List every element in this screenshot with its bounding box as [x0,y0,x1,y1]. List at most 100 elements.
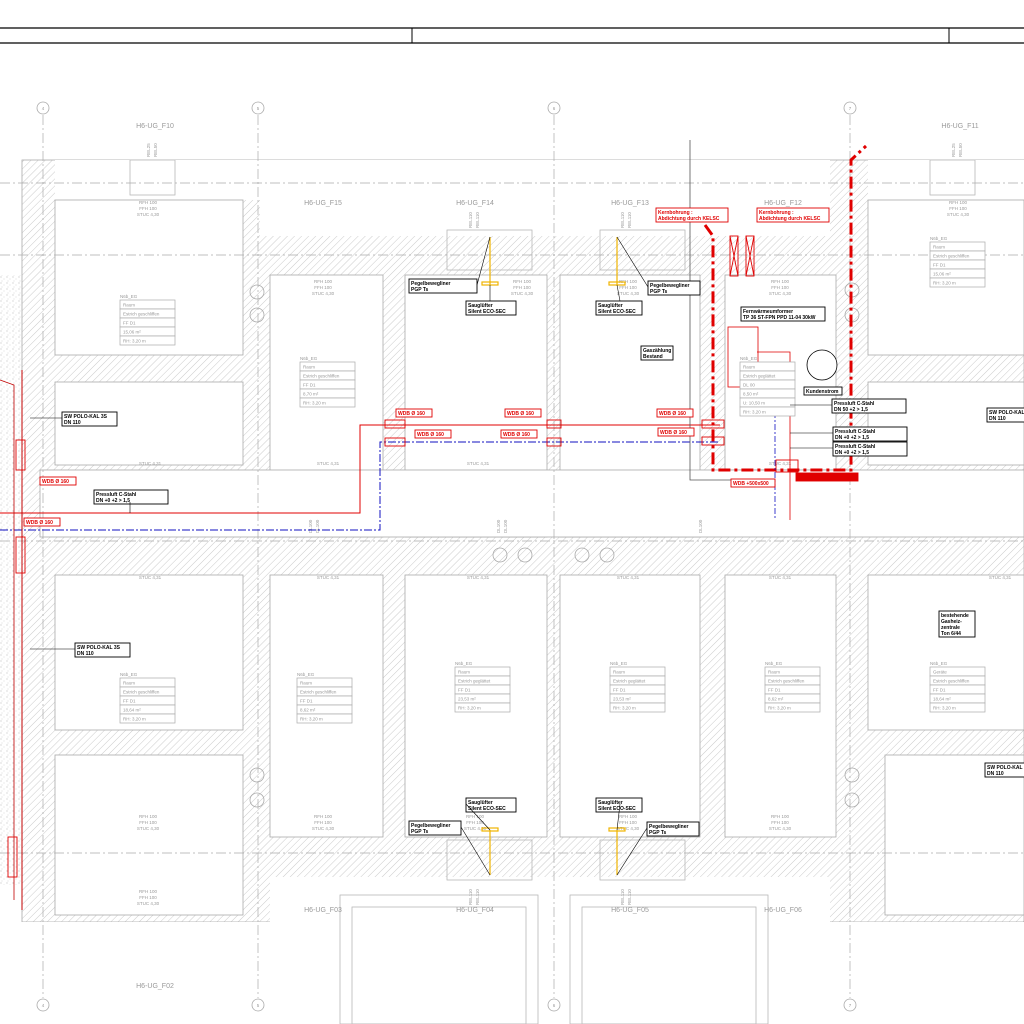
room-tag-line: Estrich geschliffen [123,312,160,317]
return-pipe [0,441,720,531]
wall-note: STUC 4,30 [769,826,792,831]
flue-duct [703,144,868,472]
shaft-label: H6-UG_F12 [764,200,802,207]
wall-note: RFH 100 [771,279,790,284]
room-tag-line: RH: 3,20 m [768,706,791,711]
wall-note: STUC 4,31 [467,461,490,466]
room-tag-line: RH: 3,20 m [933,281,956,286]
wall-note-vertical: DL100 [308,519,313,533]
room-tag-line: 8,62 m² [768,697,784,702]
tank-symbol [806,349,838,381]
shaft-label: H6-UG_F15 [304,200,342,207]
room-tag-line: 15,06 m² [123,330,141,335]
room-tag-line: 18,64 m² [933,697,951,702]
room-tag-line: RH: 3,20 m [613,706,636,711]
callout-text: SW POLO-KAL [987,765,1023,771]
room-tag-line: RH: 3,20 m [458,706,481,711]
room-tag-line: Raum [458,670,470,675]
wall-note: STUC 4,30 [617,291,640,296]
wall-note: STUC 4,31 [769,461,792,466]
callout-text: Abdichtung durch KELSC [759,216,821,222]
callout: Kundenstrom [803,386,843,396]
leader-line [616,284,621,302]
room-code: N6b_EG [740,356,758,361]
callout-text: DN +0 +2 > 1,5 [96,498,130,504]
callout-text: bestehende [941,613,969,619]
room-tag-line: Raum [613,670,625,675]
grid-axis-label: 7 [849,106,852,111]
room-tag-line: Raum [300,681,312,686]
callout-text: Pegelbewegliner [411,281,451,287]
wall-note-vertical: REL110 [475,212,480,228]
callout-text: Sauglüfter [598,303,623,309]
callout-text: Pegelbewegliner [650,283,690,289]
callout-text: WDB Ø 160 [26,520,53,526]
callout-text: zentrale [941,625,960,631]
leader-line [476,236,491,286]
red-callout: WDB Ø 160 [656,408,694,418]
room-tag-line: Raum [933,245,945,250]
callout-text: DN 50 +2 > 1,5 [834,407,868,413]
callout-text: Silent ECO-SEC [598,309,636,315]
wall-note: RFH 100 [949,200,968,205]
room-tag-line: Estrich geglättet [743,374,776,379]
wall-note-vertical: REL110 [620,212,625,228]
wall-note: RFH 100 [139,889,158,894]
room-tag-line: Estrich geglättet [613,679,646,684]
shaft-label: H6-UG_F13 [611,200,649,207]
callout-text: PGP Ts [411,287,429,293]
callout-text: Pegelbewegliner [649,824,689,830]
red-callout: WDB Ø 160 [657,427,695,437]
grid-axis-marker [36,998,50,1012]
wall-note: RFH 100 [139,200,158,205]
shaft-label: H6-UG_F03 [304,907,342,914]
wall-note-vertical: DL100 [496,519,501,533]
wall-note: STUC 4,30 [769,291,792,296]
room-code: N6b_EG [610,661,628,666]
grid-axis-label: 5 [257,106,260,111]
wall-note-vertical: REL110 [475,889,480,905]
grid-axis-label: 5 [257,1003,260,1008]
red-callout: Kernbohrung :Abdichtung durch KELSC [756,207,830,223]
wall-note: FFH 100 [771,820,789,825]
callout-text: WDB Ø 160 [417,432,444,438]
room-tag-line: FF D1 [123,321,136,326]
room-tag-line: Raum [303,365,315,370]
grid-axis-label: 6 [553,1003,556,1008]
room-code: N6b_EG [120,294,138,299]
room-tag-line: RH: 3,20 m [123,339,146,344]
wall-note: FFH 100 [139,206,157,211]
wall-note-vertical: DL100 [698,519,703,533]
wall-note: FFH 100 [619,285,637,290]
callout-text: WDB Ø 160 [659,411,686,417]
room-tag-line: Raum [743,365,755,370]
room-tag-line: Estrich geglättet [458,679,491,684]
grid-axis-label: 4 [42,1003,45,1008]
leader-line [460,826,491,876]
wall-note-vertical: DL100 [503,519,508,533]
callout-text: PGP Ts [411,829,429,835]
callout-text: Ton 6/44 [941,631,961,637]
wall-note: STUC 4,31 [317,575,340,580]
callout-text: WDB Ø 160 [660,430,687,436]
shaft-label: H6-UG_F11 [941,123,978,130]
red-callout: WDB Ø 160 [414,429,452,439]
room-tag-line: Estrich geschliffen [933,254,970,259]
grid-axis-label: 7 [849,1003,852,1008]
wall-note: STUC 4,30 [137,826,160,831]
grid-axis-marker [843,998,857,1012]
wall-note: RFH 100 [314,814,333,819]
title-block [0,27,1024,44]
callout-text: Pegelbewegliner [411,823,451,829]
wall-note: STUC 4,30 [312,291,335,296]
callout-text: WDB Ø 160 [42,479,69,485]
callout-text: DN +0 +2 > 1,5 [835,450,869,456]
